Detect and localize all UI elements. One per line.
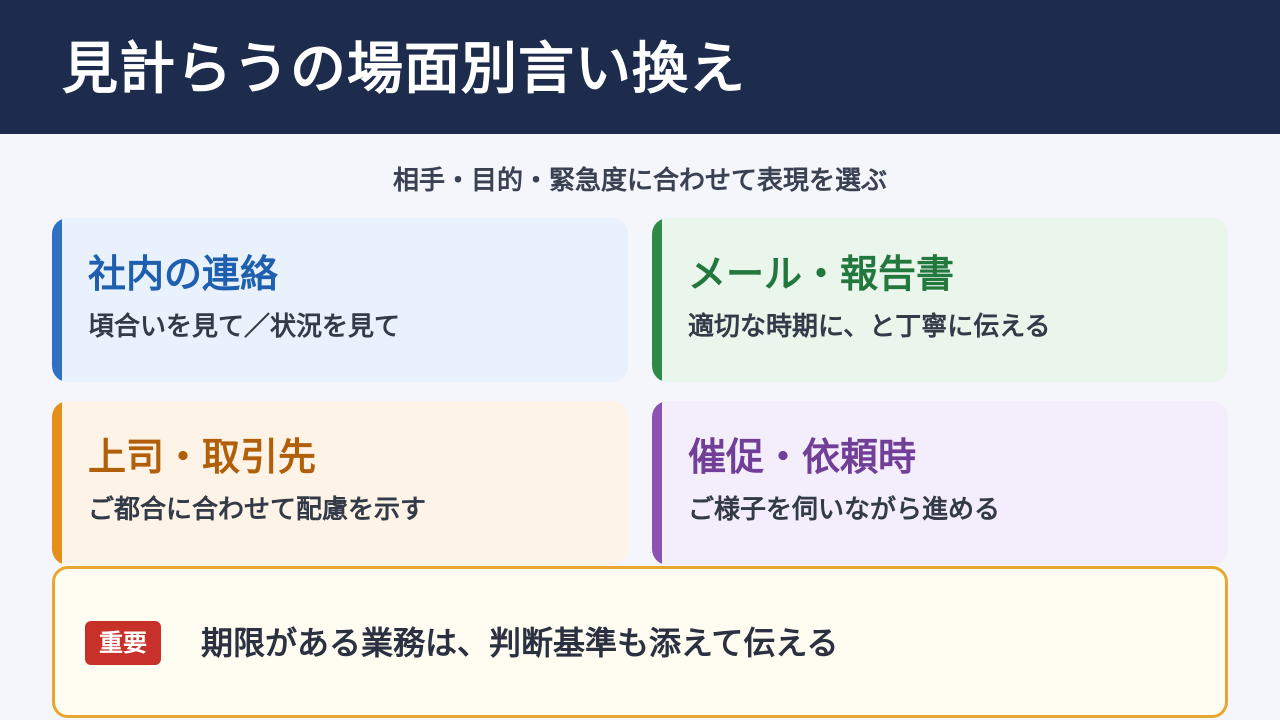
card-internal-contact: 社内の連絡 頃合いを見て／状況を見て (52, 218, 628, 382)
card-title: 上司・取引先 (88, 435, 317, 479)
card-description: 適切な時期に、と丁寧に伝える (688, 312, 1051, 342)
card-title: 社内の連絡 (88, 252, 279, 296)
important-badge: 重要 (85, 621, 161, 665)
card-title: メール・報告書 (688, 252, 955, 296)
card-accent-bar (52, 401, 62, 565)
card-boss-client: 上司・取引先 ご都合に合わせて配慮を示す (52, 401, 628, 565)
header-bar: 見計らうの場面別言い換え (0, 0, 1280, 134)
card-reminder-request: 催促・依頼時 ご様子を伺いながら進める (652, 401, 1228, 565)
card-accent-bar (652, 401, 662, 565)
card-description: 頃合いを見て／状況を見て (88, 312, 401, 342)
important-note-text: 期限がある業務は、判断基準も添えて伝える (201, 624, 839, 662)
card-accent-bar (52, 218, 62, 382)
card-title: 催促・依頼時 (688, 435, 917, 479)
important-note-box: 重要 期限がある業務は、判断基準も添えて伝える (52, 566, 1228, 718)
page-subtitle: 相手・目的・緊急度に合わせて表現を選ぶ (392, 166, 887, 196)
card-accent-bar (652, 218, 662, 382)
card-email-report: メール・報告書 適切な時期に、と丁寧に伝える (652, 218, 1228, 382)
card-description: ご様子を伺いながら進める (688, 495, 1001, 525)
page-title: 見計らうの場面別言い換え (62, 37, 746, 102)
card-description: ご都合に合わせて配慮を示す (88, 495, 427, 525)
